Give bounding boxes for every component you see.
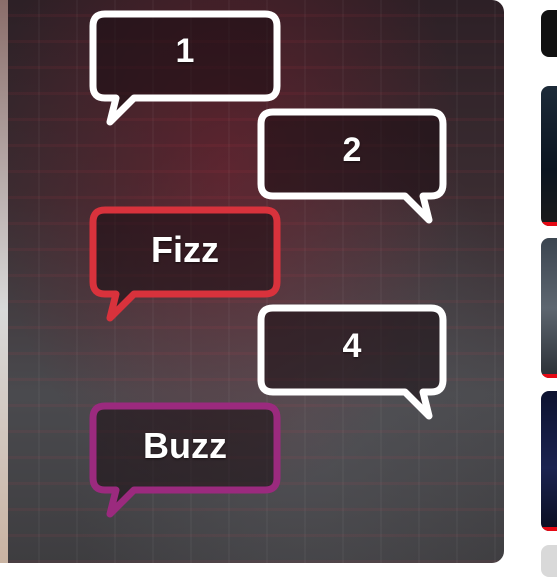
speech-bubble-1 <box>89 10 281 126</box>
watch-progress-bar <box>541 374 557 378</box>
video-player[interactable]: 1 2 Fizz 4 Buzz <box>0 0 504 563</box>
suggestion-thumbnail-4[interactable] <box>541 391 557 531</box>
bubble-label-fizz: Fizz <box>151 229 219 270</box>
speech-bubbles-graphic <box>89 10 447 518</box>
speech-bubble-4 <box>257 304 447 420</box>
suggestion-thumbnail-5[interactable] <box>541 545 557 577</box>
video-edge <box>0 0 8 563</box>
bubble-label-buzz: Buzz <box>143 425 227 466</box>
bubble-label-2: 2 <box>342 131 362 169</box>
bubble-label-4: 4 <box>342 327 362 365</box>
suggestion-thumbnail-3[interactable] <box>541 238 557 378</box>
suggestion-thumbnail-1[interactable] <box>541 10 557 57</box>
speech-bubble-2 <box>257 108 447 224</box>
watch-progress-bar <box>541 222 557 226</box>
speech-bubble-buzz <box>89 402 281 518</box>
bubble-label-1: 1 <box>175 32 195 70</box>
suggestion-thumbnail-2[interactable] <box>541 86 557 226</box>
watch-progress-bar <box>541 527 557 531</box>
speech-bubble-fizz <box>89 206 281 322</box>
